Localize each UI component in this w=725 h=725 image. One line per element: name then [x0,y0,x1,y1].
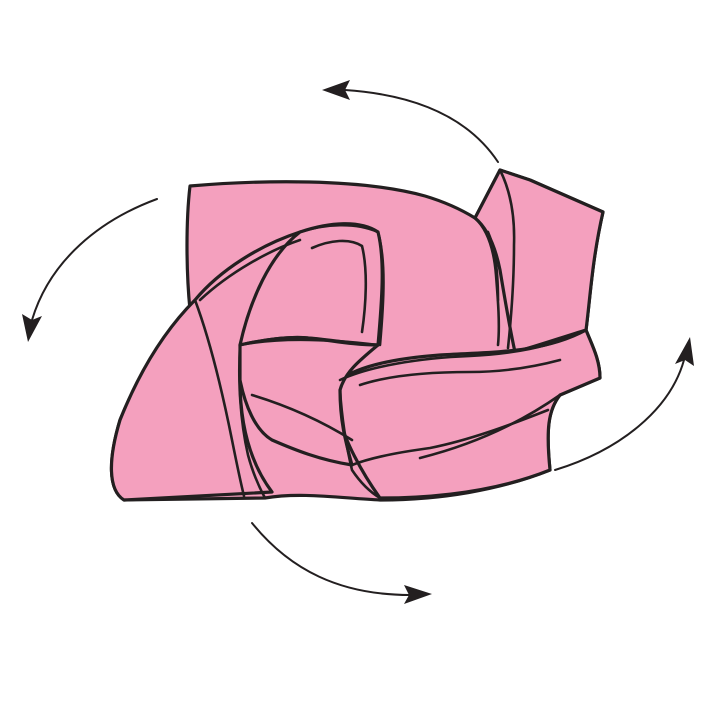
left-arrow-head [22,314,42,342]
crease-bottom-fold [418,393,562,460]
right-arrow-head [675,337,694,366]
top-rotation-arrow [322,80,499,163]
crease-bottom-inner-curl [358,358,562,387]
right-rotation-arrow [554,337,694,471]
crease-bottom-petal-edge [338,388,382,500]
right-arrow-shaft [554,359,685,471]
top-arrow-shaft [344,89,499,163]
crease-bottom-petal-top [338,328,588,382]
crease-lines [193,168,588,500]
crease-left-petal-diagonal [193,298,246,498]
bottom-rotation-arrow [251,522,432,604]
crease-center-diagonal [250,393,354,442]
crease-top-curl-inner [310,239,368,334]
rotation-arrows [22,80,694,604]
bottom-arrow-shaft [251,522,411,596]
crease-center-horizontal [238,338,380,347]
left-arrow-shaft [31,198,158,321]
crease-top-curl-outer [298,223,385,347]
top-arrow-head [322,80,350,100]
bottom-arrow-head [404,585,432,604]
crease-right-flap-2 [498,168,516,350]
crease-top-fold [198,238,302,302]
folded-paper [109,168,605,502]
crease-left-petal-vertical [237,343,267,500]
crease-right-flap-3 [486,230,500,302]
left-rotation-arrow [22,198,158,342]
